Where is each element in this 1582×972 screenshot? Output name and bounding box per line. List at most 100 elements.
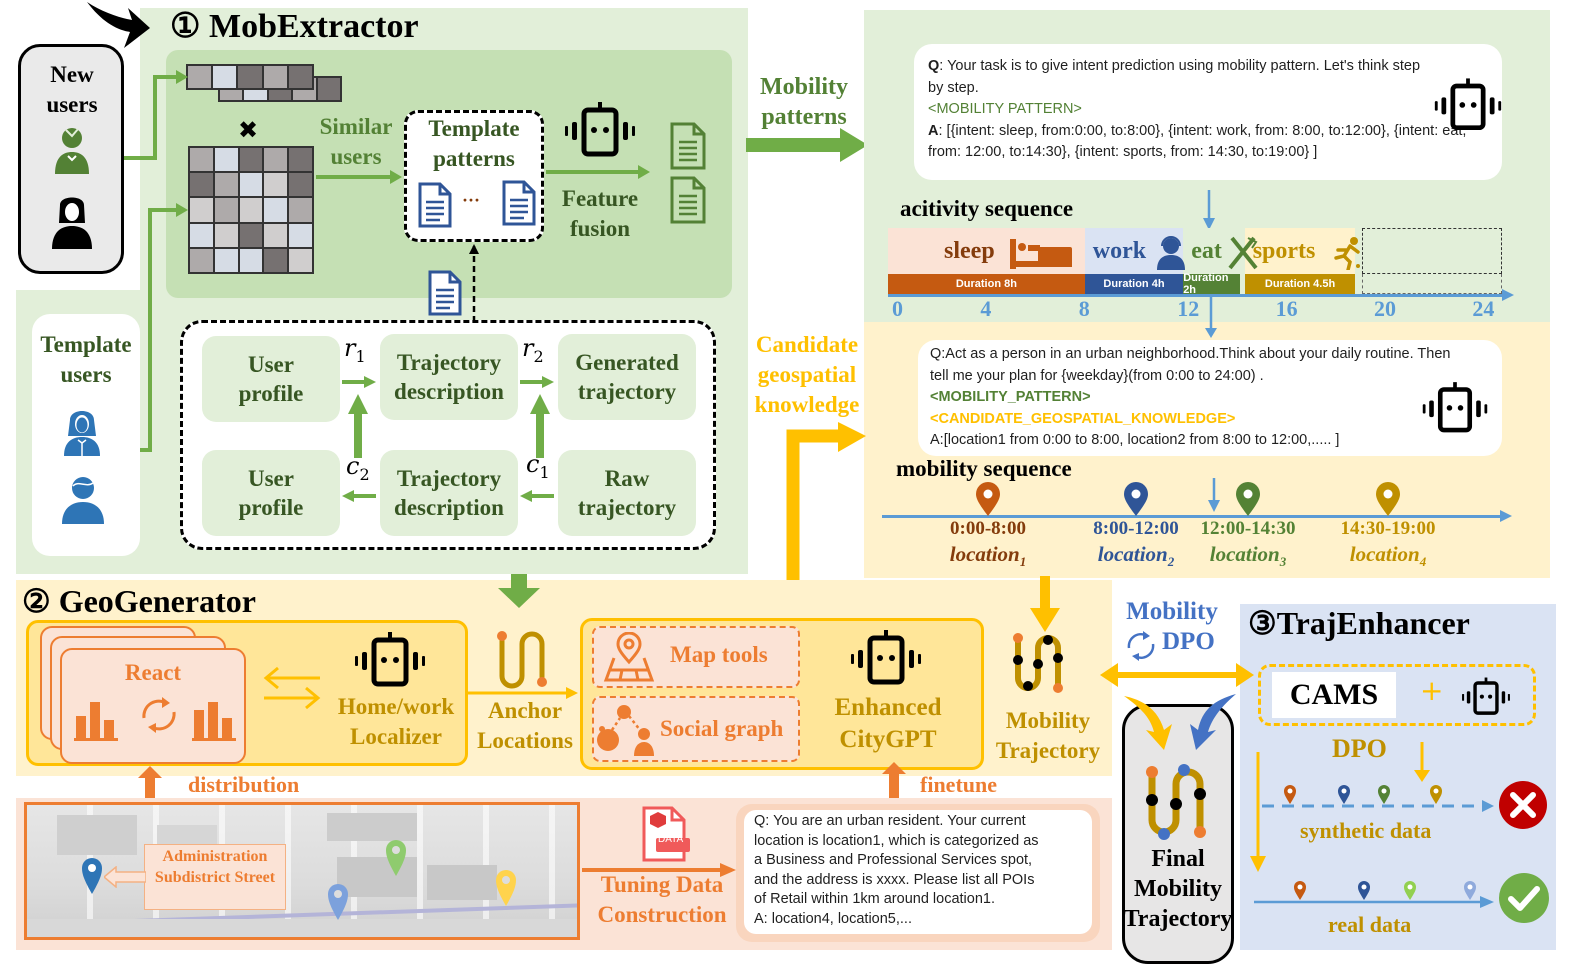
synthetic-pin [1378, 785, 1390, 804]
user-profile-card: User profile [202, 450, 340, 536]
anchor-path-icon [497, 631, 547, 689]
tuning-line: a Business and Professional Services spo… [754, 852, 1033, 868]
reject-icon [1499, 781, 1547, 829]
section-title: TrajEnhancer [1276, 605, 1470, 641]
refresh-cycle-icon [1127, 631, 1155, 661]
plan-answer: A:[location1 from 0:00 to 8:00, location… [930, 432, 1340, 448]
finetune-arrow [882, 762, 906, 804]
axis-tick-label: 0 [892, 296, 903, 321]
map-pin-yellow-icon [496, 870, 516, 906]
citygpt-label: Enhanced CityGPT [834, 694, 942, 753]
activity-label: sleep [944, 237, 995, 264]
cams-box [1258, 664, 1536, 726]
c2-subscript: 2 [359, 464, 370, 484]
candidate-knowledge-tag: <CANDIDATE_GEOSPATIAL_KNOWLEDGE> [930, 410, 1236, 427]
location-pin-icon [1376, 482, 1400, 516]
tuning-data-label: Tuning Data Construction [597, 872, 727, 927]
dpo-label: DPO [1332, 734, 1387, 763]
plus-symbol: + [1420, 674, 1444, 707]
map-pin-icon [603, 632, 655, 682]
activity-label: work [1092, 237, 1147, 264]
bar-chart-icon [74, 702, 118, 741]
location-pin-icon [1124, 482, 1148, 516]
document-icon [418, 182, 452, 228]
c1-label: c1 [526, 450, 550, 482]
down-arrow-icon [1030, 576, 1060, 632]
location-name: location2 [1061, 542, 1211, 570]
feature-fusion-label: Feature fusion [561, 186, 639, 241]
intent-prompt-bubble: Q: Your task is to give intent predictio… [914, 44, 1502, 180]
c1-symbol: c [526, 450, 540, 478]
anchor-arrow [468, 687, 578, 699]
localizer-label: Home/work Localizer [337, 694, 455, 749]
llm-robot-icon [851, 630, 921, 685]
down-arrow-icon [1205, 322, 1217, 338]
section-number: ② [22, 583, 51, 619]
location-name: location1 [913, 542, 1063, 570]
location-subscript: 1 [1019, 554, 1027, 570]
new-users-label: New users [46, 62, 98, 117]
location-pin-icon [976, 482, 1000, 516]
synthetic-pin [1430, 785, 1442, 804]
mobility-dpo-line1: Mobility [1126, 598, 1218, 625]
r2-symbol: r [522, 334, 534, 362]
social-graph-label: Social graph [660, 716, 784, 741]
r1-label: r1 [344, 334, 366, 366]
timeline-axis-arrow [1502, 289, 1514, 301]
mobility-patterns-label: Mobility patterns [760, 74, 848, 130]
admin-label: Administration Subdistrict Street [154, 848, 276, 886]
axis-tick-label: 8 [1078, 296, 1090, 321]
similarity-matrix [188, 146, 314, 274]
location-name-text: location [1097, 542, 1168, 566]
down-arrow-icon [1414, 742, 1430, 782]
tuning-line: location is location1, which is categori… [754, 832, 1039, 849]
tuning-arrow [582, 863, 736, 877]
female-user-icon [52, 197, 92, 249]
multiply-icon: ✖ [238, 116, 259, 144]
plan-prompt-bubble: Q:Act as a person in an urban neighborho… [918, 340, 1502, 456]
synthetic-pin [1284, 785, 1296, 804]
map-pin-blue-icon [82, 858, 102, 894]
r1-subscript: 1 [355, 346, 366, 366]
map-tools-label: Map tools [670, 642, 768, 667]
mobility-axis-arrow [1500, 510, 1512, 522]
generated-trajectory-card: Generated trajectory [558, 334, 696, 420]
map-pin-lightblue-icon [328, 884, 348, 920]
trajectory-description-card: Trajectory description [380, 450, 518, 536]
final-trajectory-label: Final Mobility Trajectory [1123, 846, 1233, 932]
intent-answer: : [{intent: sleep, from:0:00, to:8:00}, … [928, 122, 1467, 161]
location-time: 0:00-8:00 [950, 518, 1026, 539]
location-time: 14:30-19:00 [1340, 518, 1436, 539]
llm-robot-icon [1434, 78, 1502, 131]
c2-symbol: c [346, 452, 360, 480]
real-pin [1358, 881, 1370, 900]
mobility-pattern-tag: <MOBILITY PATTERN> [928, 101, 1082, 117]
synthetic-data-label: synthetic data [1300, 818, 1432, 843]
empty-slot [1362, 228, 1502, 274]
real-data-label: real data [1328, 912, 1412, 937]
tuning-line: of Retail within 1km around location1. [754, 891, 995, 907]
empty-slot-duration [1362, 274, 1502, 294]
bar-chart-icon [192, 702, 236, 741]
location-name-text: location [1349, 542, 1420, 566]
social-graph-icon [597, 705, 654, 756]
duration-bar: Duration 8h [888, 274, 1085, 294]
mobility-pattern-tag: <MOBILITY_PATTERN> [930, 389, 1091, 405]
location-subscript: 3 [1279, 554, 1287, 570]
location-name: location3 [1173, 542, 1323, 570]
mobility-axis [882, 515, 1502, 518]
fork-knife-icon [1228, 236, 1258, 270]
document-icon [428, 270, 462, 316]
real-pin [1294, 881, 1306, 900]
mobextractor-title: ① MobExtractor [170, 6, 419, 46]
left-arrow-icon [104, 866, 146, 888]
male-user-icon [55, 128, 89, 174]
c1-subscript: 1 [539, 462, 550, 482]
tuning-line: Q: You are an urban resident. Your curre… [754, 813, 1026, 829]
down-arrow-icon [498, 574, 540, 608]
activity-sequence-title: acitivity sequence [900, 196, 1074, 221]
location-time: 12:00-14:30 [1200, 518, 1296, 539]
cams-label: CAMS [1272, 672, 1396, 718]
male-template-user-icon [62, 477, 104, 524]
accept-icon [1499, 873, 1549, 923]
